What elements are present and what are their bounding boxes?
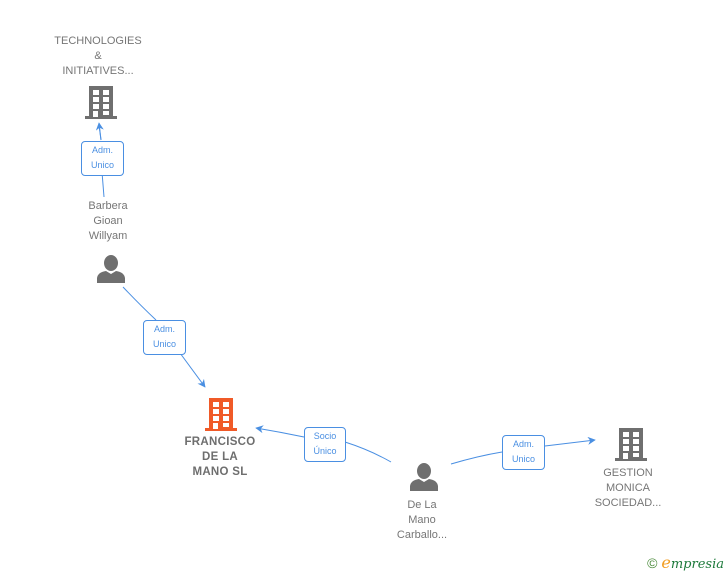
edge-label-socio-unico: Socio Único [304, 427, 346, 462]
edge-arrow-francisco-socio [255, 425, 305, 438]
edge-delamano-gestion [450, 451, 503, 465]
building-icon [85, 86, 117, 119]
edge-label-adm-unico: Adm. Unico [143, 320, 186, 355]
edge-barbera-francisco [122, 286, 157, 321]
node-label: Barbera Gioan Willyam [88, 200, 128, 242]
edge-arrow-technologies [95, 122, 104, 141]
building-icon [615, 428, 647, 461]
person-icon [97, 255, 125, 283]
node-label: De La Mano Carballo... [396, 499, 448, 541]
node-label-main: FRANCISCO DE LA MANO SL [184, 436, 256, 478]
building-icon-main [205, 398, 237, 431]
edge-label-adm-unico: Adm. Unico [81, 141, 124, 176]
edge-arrow-francisco-adm [179, 352, 206, 388]
copyright-icon: © [647, 555, 658, 571]
edge-delamano-francisco [344, 441, 392, 463]
edge-label-adm-unico: Adm. Unico [502, 435, 545, 470]
brand-logo: empresia [661, 553, 724, 572]
node-label: GESTION MONICA SOCIEDAD... [594, 467, 662, 509]
person-icon [410, 463, 438, 491]
edge-arrow-gestion [544, 436, 596, 447]
node-label: TECHNOLOGIES & INITIATIVES... [54, 35, 142, 77]
empresia-watermark: ©empresia [647, 553, 724, 572]
